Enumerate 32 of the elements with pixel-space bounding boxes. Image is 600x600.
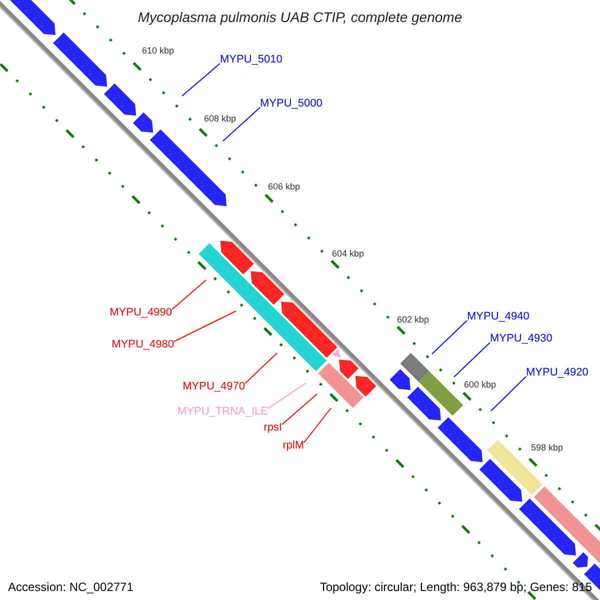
- scale-label: 602 kbp: [397, 314, 430, 326]
- gene-label: MYPU_5000: [260, 98, 322, 110]
- scale-label: 606 kbp: [268, 182, 300, 192]
- title: Mycoplasma pulmonis UAB CTIP, complete genome: [138, 9, 462, 25]
- gene-label: MYPU_4970: [182, 380, 245, 394]
- leader-line: [490, 376, 526, 412]
- gene-label: MYPU_4920: [526, 366, 588, 380]
- gene-label: MYPU_4940: [467, 310, 530, 324]
- gene-label: MYPU_TRNA_ILE: [178, 406, 268, 418]
- leader-line: [304, 408, 332, 443]
- leader-line: [268, 382, 306, 409]
- scale-label: 610 kbp: [142, 46, 174, 56]
- leader-line: [172, 280, 206, 310]
- gene-label: MYPU_4980: [112, 338, 174, 352]
- genome-info-label: Topology: circular; Length: 963,879 bp; Genes: 815: [320, 580, 592, 594]
- leader-line: [244, 352, 278, 384]
- scale-label: 600 kbp: [464, 380, 496, 390]
- gene-label: rplM: [282, 440, 304, 452]
- scale-label: 598 kbp: [531, 442, 564, 454]
- leader-line: [222, 107, 260, 142]
- scale-label: 608 kbp: [204, 114, 236, 124]
- gene-label: rpsI: [264, 422, 282, 434]
- gene-label: MYPU_4990: [110, 306, 172, 320]
- scale-label: 604 kbp: [332, 248, 364, 260]
- accession-label: Accession: NC_002771: [8, 580, 134, 594]
- leader-line: [182, 63, 220, 96]
- leader-line: [282, 394, 318, 425]
- leader-line: [454, 342, 490, 378]
- gene-label: MYPU_5010: [220, 54, 282, 66]
- leader-line: [174, 310, 236, 342]
- gene-label: MYPU_4930: [490, 332, 552, 346]
- leader-line: [432, 320, 468, 354]
